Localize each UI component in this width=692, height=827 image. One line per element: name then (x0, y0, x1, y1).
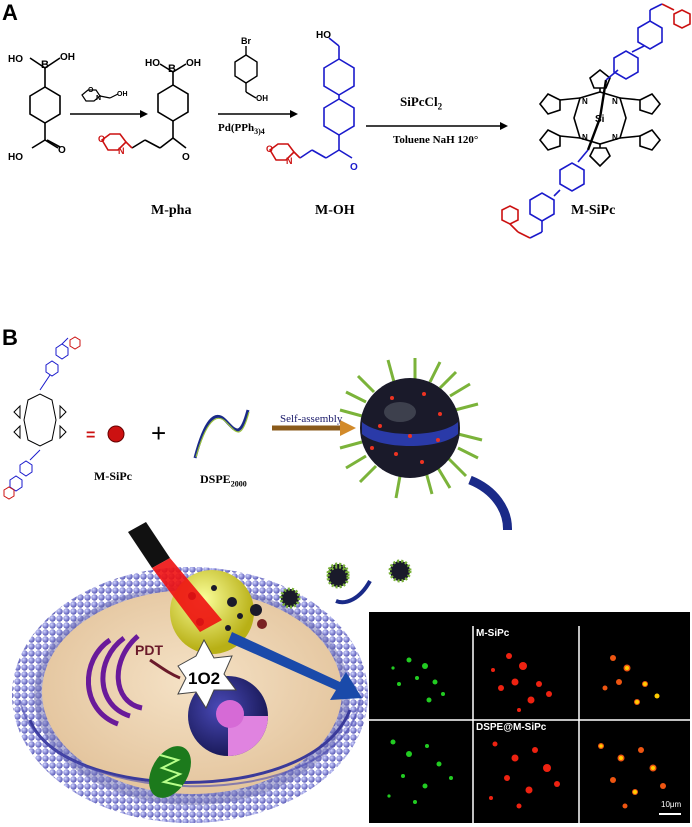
microscopy-images (369, 626, 690, 823)
svg-text:N: N (582, 97, 588, 106)
row-label-m-sipc: M-SiPc (476, 628, 510, 639)
m-sipc-upper-arm (605, 3, 663, 81)
cell-illustration: 1O2 PDT (12, 522, 368, 823)
m-sipc-lower-arm (529, 149, 589, 239)
panel-a-scheme: B HO OH HO O O N OH B HO OH O O N (8, 3, 691, 239)
carboxyphenylboronic-acid (29, 57, 61, 149)
svg-text:Si: Si (595, 114, 605, 125)
pdt-label: PDT (135, 642, 163, 658)
svg-text:N: N (582, 133, 588, 142)
reagent-step3: SiPcCl2 (400, 94, 443, 112)
nanoparticles-outside (326, 559, 412, 605)
svg-text:N: N (96, 95, 101, 102)
r2-photosensitizer (489, 741, 560, 809)
atom-oh-1: OH (60, 52, 75, 63)
label-m-oh: M-OH (315, 203, 355, 218)
atom-b-1: B (41, 59, 49, 71)
label-dspe: DSPE2000 (200, 472, 247, 489)
m-pha-structure (131, 63, 189, 149)
m-oh-morpholine (268, 143, 301, 161)
r1-lysotracker (391, 657, 445, 703)
panel-b-label: B (2, 325, 18, 350)
r1-photosensitizer (491, 653, 552, 712)
dspe-strand (193, 409, 250, 459)
m-sipc-dot (107, 425, 125, 443)
label-m-pha: M-pha (151, 203, 192, 218)
plus-sign: + (151, 418, 166, 448)
mitochondrion (149, 746, 191, 798)
bromobenzyl-alcohol (234, 46, 258, 99)
m-pha-morpholine (100, 133, 133, 151)
m-sipc-lower-morpholine (501, 205, 531, 239)
svg-text:HO: HO (145, 58, 160, 69)
svg-text:O: O (88, 87, 94, 94)
row-label-dspe-m-sipc: DSPE@M-SiPc (476, 722, 547, 733)
svg-text:Br: Br (241, 36, 251, 46)
svg-text:N: N (612, 133, 618, 142)
micelle-nanoparticle (339, 358, 483, 499)
column-header-merged: Merged (610, 614, 646, 625)
scale-bar-label: 10μm (661, 800, 682, 809)
panel-a-label: A (2, 0, 18, 25)
observation-arrow (228, 632, 362, 700)
svg-text:O: O (182, 152, 190, 163)
r2-merged (598, 743, 666, 809)
atom-o-1: O (58, 145, 66, 156)
column-header-lysotracker: Lysotracker (384, 614, 441, 625)
r2-lysotracker (387, 739, 453, 804)
svg-text:OH: OH (256, 94, 268, 103)
conditions-step3: Toluene NaH 120° (393, 134, 479, 146)
mini-m-sipc-icon (3, 336, 81, 500)
svg-text:HO: HO (316, 30, 331, 41)
m-oh-structure (299, 37, 355, 159)
r1-merged (602, 655, 660, 705)
svg-text:O: O (350, 162, 358, 173)
svg-text:OH: OH (117, 91, 128, 98)
svg-text:OH: OH (186, 58, 201, 69)
svg-text:N: N (286, 156, 293, 166)
atom-ho-1: HO (8, 54, 23, 65)
svg-text:O: O (266, 144, 273, 154)
golgi-apparatus (86, 634, 143, 727)
reagent-step2: Pd(PPh3)4 (218, 122, 265, 137)
svg-text:N: N (118, 146, 125, 156)
laser-source (128, 522, 222, 632)
panel-b-assembly: = + (3, 336, 512, 530)
equals-sign: = (86, 427, 95, 444)
singlet-oxygen-burst (177, 638, 237, 710)
morpholine-ethanol (81, 89, 119, 102)
m-sipc-phthalocyanine (538, 68, 662, 168)
atom-ho-2: HO (8, 152, 23, 163)
singlet-oxygen-label: 1O2 (188, 669, 220, 688)
label-b-m-sipc: M-SiPc (94, 469, 132, 483)
uptake-arrow (468, 475, 512, 530)
svg-text:N: N (612, 97, 618, 106)
column-header-photosensitizer: Photosensitizer (488, 614, 563, 625)
label-self-assembly: Self-assembly (280, 413, 343, 425)
svg-text:B: B (168, 63, 176, 75)
svg-text:O: O (98, 134, 105, 144)
label-m-sipc: M-SiPc (571, 203, 616, 218)
m-sipc-upper-morpholine (661, 3, 691, 29)
